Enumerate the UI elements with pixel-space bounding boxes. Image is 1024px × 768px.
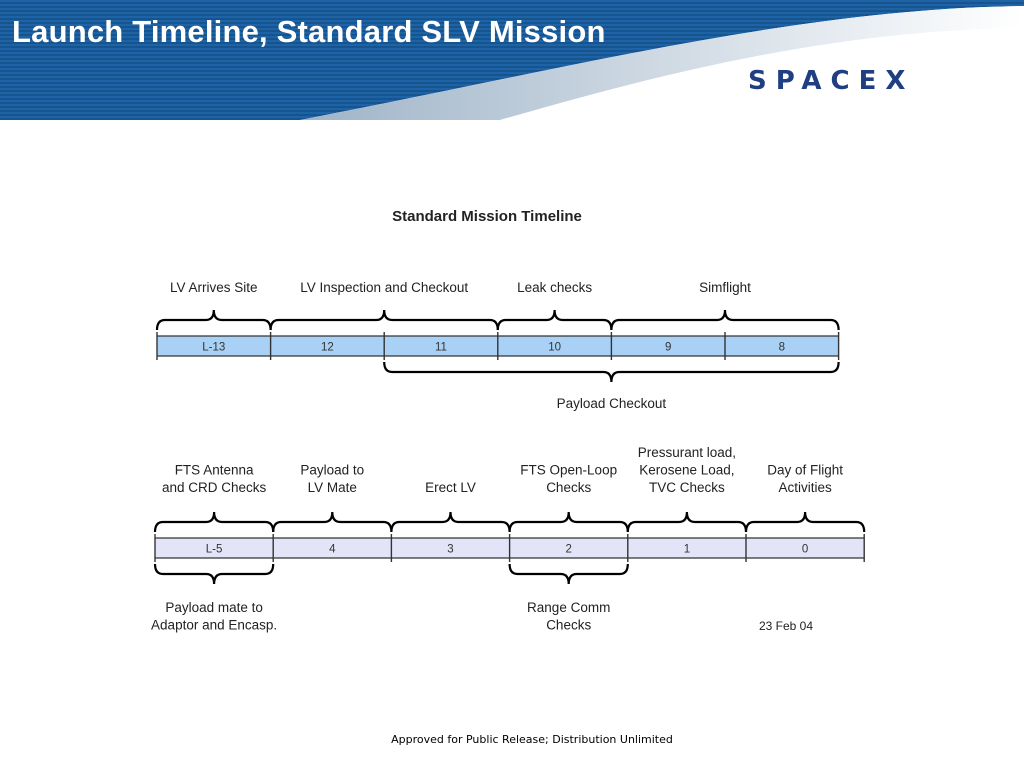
row2-top-phase-label: Payload to (300, 463, 364, 478)
spacex-logo: SPACEX (748, 66, 915, 96)
slide-title: Launch Timeline, Standard SLV Mission (12, 14, 606, 49)
row2-day-cell: 3 (447, 544, 453, 556)
row2-top-phase-label: Checks (546, 480, 591, 495)
row1-day-cell: 11 (435, 342, 447, 354)
row2-bottom-phase-label: Adaptor and Encasp. (151, 618, 277, 633)
date-note: 23 Feb 04 (759, 619, 813, 633)
row2-top-phase-label: Pressurant load, (638, 445, 736, 460)
footer-note: Approved for Public Release; Distributio… (391, 733, 673, 746)
row1-top-phase-label: LV Arrives Site (170, 280, 258, 295)
row1-top-phase-label: Leak checks (517, 280, 592, 295)
row2-bottom-phase-label: Checks (546, 618, 591, 633)
row1-day-cell: 12 (321, 342, 334, 354)
mission-timeline-diagram: Standard Mission Timeline 23 Feb 04 L-13… (151, 208, 866, 633)
row1-day-cell: 10 (548, 342, 561, 354)
row1-top-brace (496, 309, 613, 331)
row2-day-cell: 1 (684, 544, 690, 556)
row2-top-brace (508, 511, 629, 533)
row2-top-phase-label: FTS Open-Loop (520, 463, 617, 478)
row2-day-cell: 4 (329, 544, 336, 556)
row1-bottom-phase-label: Payload Checkout (557, 396, 667, 411)
banner-graphic (0, 0, 1024, 120)
row1-day-cell: 8 (779, 342, 785, 354)
row2-top-phase-label: Erect LV (425, 480, 476, 495)
row1-top-phase-label: LV Inspection and Checkout (300, 280, 468, 295)
row1-day-cell: 9 (665, 342, 671, 354)
row2-top-brace (272, 511, 393, 533)
row2-top-phase-label: TVC Checks (649, 480, 725, 495)
title-banner (0, 0, 1024, 120)
row1-top-brace (155, 309, 272, 331)
row2-bottom-brace (153, 563, 275, 585)
row1-top-phase-label: Simflight (699, 280, 751, 295)
diagram-title: Standard Mission Timeline (392, 208, 582, 225)
row1-day-cell: L-13 (202, 342, 225, 354)
row2-top-brace (153, 511, 275, 533)
row2-day-cell: 2 (565, 544, 571, 556)
row1-bottom-brace (383, 361, 840, 383)
row2-top-brace (626, 511, 748, 533)
row2-top-phase-label: FTS Antenna (175, 463, 254, 478)
row2-bottom-brace (508, 563, 629, 585)
row2-top-brace (390, 511, 511, 533)
row2-top-phase-label: Activities (778, 480, 832, 495)
row2-top-brace (744, 511, 866, 533)
row2-day-cell: L-5 (206, 544, 223, 556)
row2-bottom-phase-label: Payload mate to (165, 600, 263, 615)
row2-top-phase-label: LV Mate (308, 480, 357, 495)
row2-day-cell: 0 (802, 544, 808, 556)
row2-top-phase-label: Kerosene Load, (639, 463, 734, 478)
row2-bottom-phase-label: Range Comm (527, 600, 610, 615)
row1-top-brace (269, 309, 499, 331)
row1-top-brace (610, 309, 840, 331)
row2-top-phase-label: and CRD Checks (162, 480, 267, 495)
row2-top-phase-label: Day of Flight (767, 463, 843, 478)
